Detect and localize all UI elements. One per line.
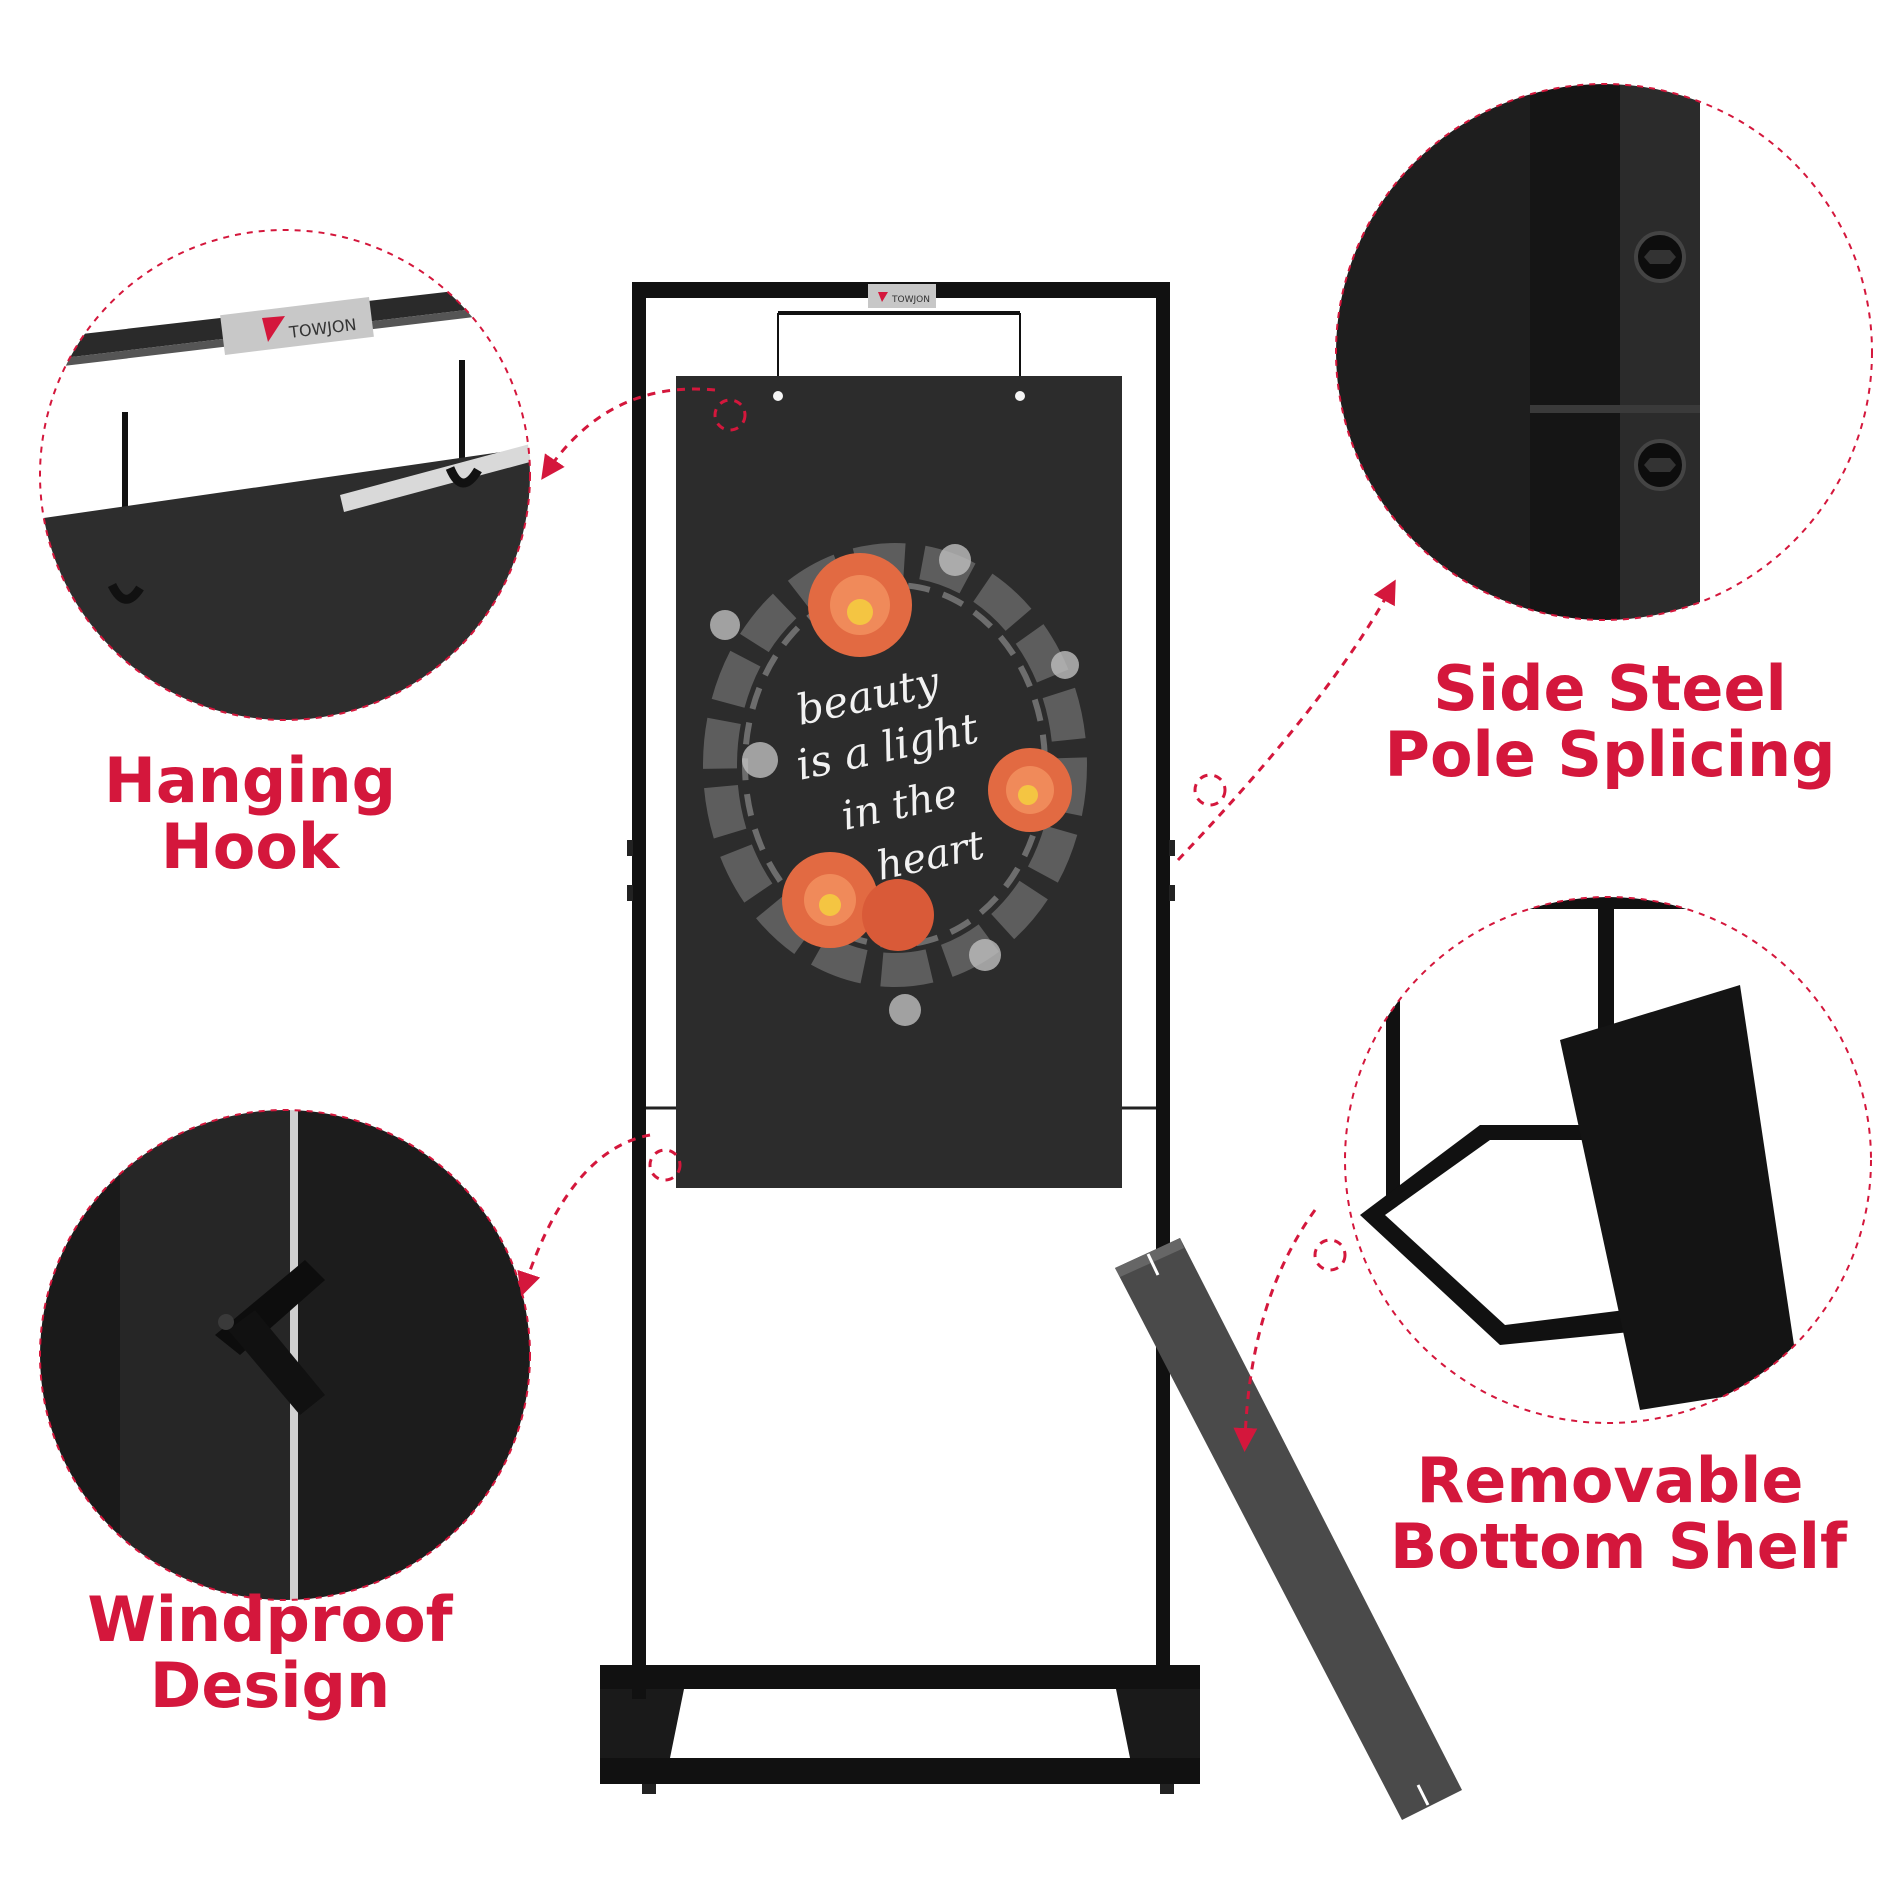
sign-board: beauty is a light in the heart — [646, 376, 1156, 1188]
feature-label-line: Side Steel — [1433, 652, 1787, 725]
feature-label-windproof: Windproof Design — [60, 1587, 480, 1719]
arrow-hanging-hook — [541, 387, 716, 480]
callout-marker-pole — [1193, 773, 1227, 807]
brand-plate: TOWJON — [868, 284, 936, 308]
flower-top-left — [808, 553, 912, 657]
windproof-latch-closeup-icon — [39, 1109, 531, 1601]
feature-label-line: Hanging — [103, 744, 397, 817]
hanging-hook-closeup-icon: TOWJON — [39, 229, 531, 721]
feature-label-pole-splicing: Side Steel Pole Splicing — [1380, 656, 1840, 788]
feature-label-line: Removable — [1416, 1444, 1804, 1517]
feature-label-line: Design — [149, 1649, 391, 1722]
feature-label-hanging-hook: Hanging Hook — [60, 748, 440, 880]
flower-right — [988, 748, 1072, 832]
callout-marker-windproof — [648, 1148, 682, 1182]
pole-splicing-closeup-icon — [1335, 83, 1873, 621]
bottom-shelf-closeup-icon — [1344, 896, 1872, 1424]
arrow-pole-splicing — [1176, 579, 1396, 862]
brand-logo-text: TOWJON — [891, 295, 930, 305]
arrow-windproof — [517, 1133, 651, 1297]
feature-label-line: Bottom Shelf — [1390, 1510, 1847, 1583]
flower-bottom — [782, 852, 934, 951]
callout-marker-shelf — [1313, 1238, 1347, 1272]
callout-arrows — [517, 387, 1396, 1452]
feature-label-line: Pole Splicing — [1384, 718, 1836, 791]
sign-stand — [600, 282, 1200, 1794]
removable-shelf-panel — [1115, 1238, 1462, 1820]
callout-marker-hook — [713, 398, 747, 432]
feature-label-line: Windproof — [87, 1583, 453, 1656]
feature-label-line: Hook — [160, 810, 340, 883]
floral-wreath — [703, 543, 1087, 1026]
feature-label-bottom-shelf: Removable Bottom Shelf — [1390, 1444, 1847, 1583]
